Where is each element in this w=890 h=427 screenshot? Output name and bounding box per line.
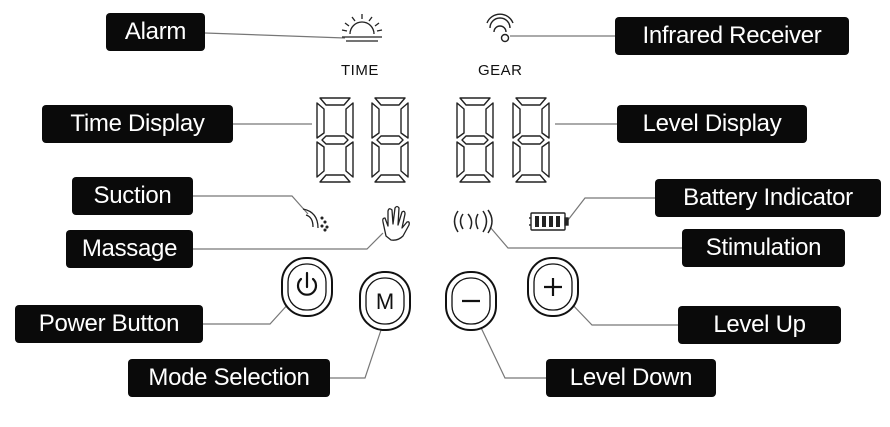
suction-connector (193, 195, 309, 215)
level-display-label: Level Display (617, 105, 807, 143)
stimulation-label: Stimulation (682, 229, 845, 267)
alarm-connector (204, 32, 346, 39)
power-button-label: Power Button (15, 305, 203, 343)
level-down-button-shape[interactable] (445, 271, 497, 331)
suction-icon (302, 208, 329, 232)
sunrise-icon (341, 14, 383, 42)
vibration-icon (453, 209, 493, 234)
mode-button-glyph: M (376, 289, 394, 314)
time-digit-1 (316, 97, 354, 183)
gear-caption: GEAR (478, 62, 523, 79)
time-caption: TIME (341, 62, 379, 79)
battery-icon (529, 212, 569, 231)
mode-button-shape[interactable] (359, 271, 411, 331)
alarm-label: Alarm (106, 13, 205, 51)
connector-lines (193, 32, 682, 379)
battery-connector (567, 197, 655, 221)
level-up-button-shape[interactable] (527, 257, 579, 317)
massage-connector (193, 232, 384, 250)
battery-indicator-label: Battery Indicator (655, 179, 881, 217)
wifi-signal-icon (486, 13, 514, 43)
time-digit-2 (371, 97, 409, 183)
mode-connector (330, 317, 386, 379)
level-down-connector (474, 314, 546, 379)
level-down-label: Level Down (546, 359, 716, 397)
level-up-label: Level Up (678, 306, 841, 344)
time-display-label: Time Display (42, 105, 233, 143)
level-up-connector (567, 299, 678, 326)
hand-icon (382, 205, 410, 241)
power-icon (296, 271, 318, 296)
infrared-receiver-label: Infrared Receiver (615, 17, 849, 55)
stimulation-connector (489, 226, 682, 249)
massage-label: Massage (66, 230, 193, 268)
level-digit-2 (512, 97, 550, 183)
suction-label: Suction (72, 177, 193, 215)
power-connector (203, 301, 291, 325)
seven-segment-digits (316, 97, 550, 183)
level-digit-1 (456, 97, 494, 183)
mode-selection-label: Mode Selection (128, 359, 330, 397)
power-button-shape[interactable] (281, 257, 333, 317)
plus-icon (544, 278, 562, 296)
